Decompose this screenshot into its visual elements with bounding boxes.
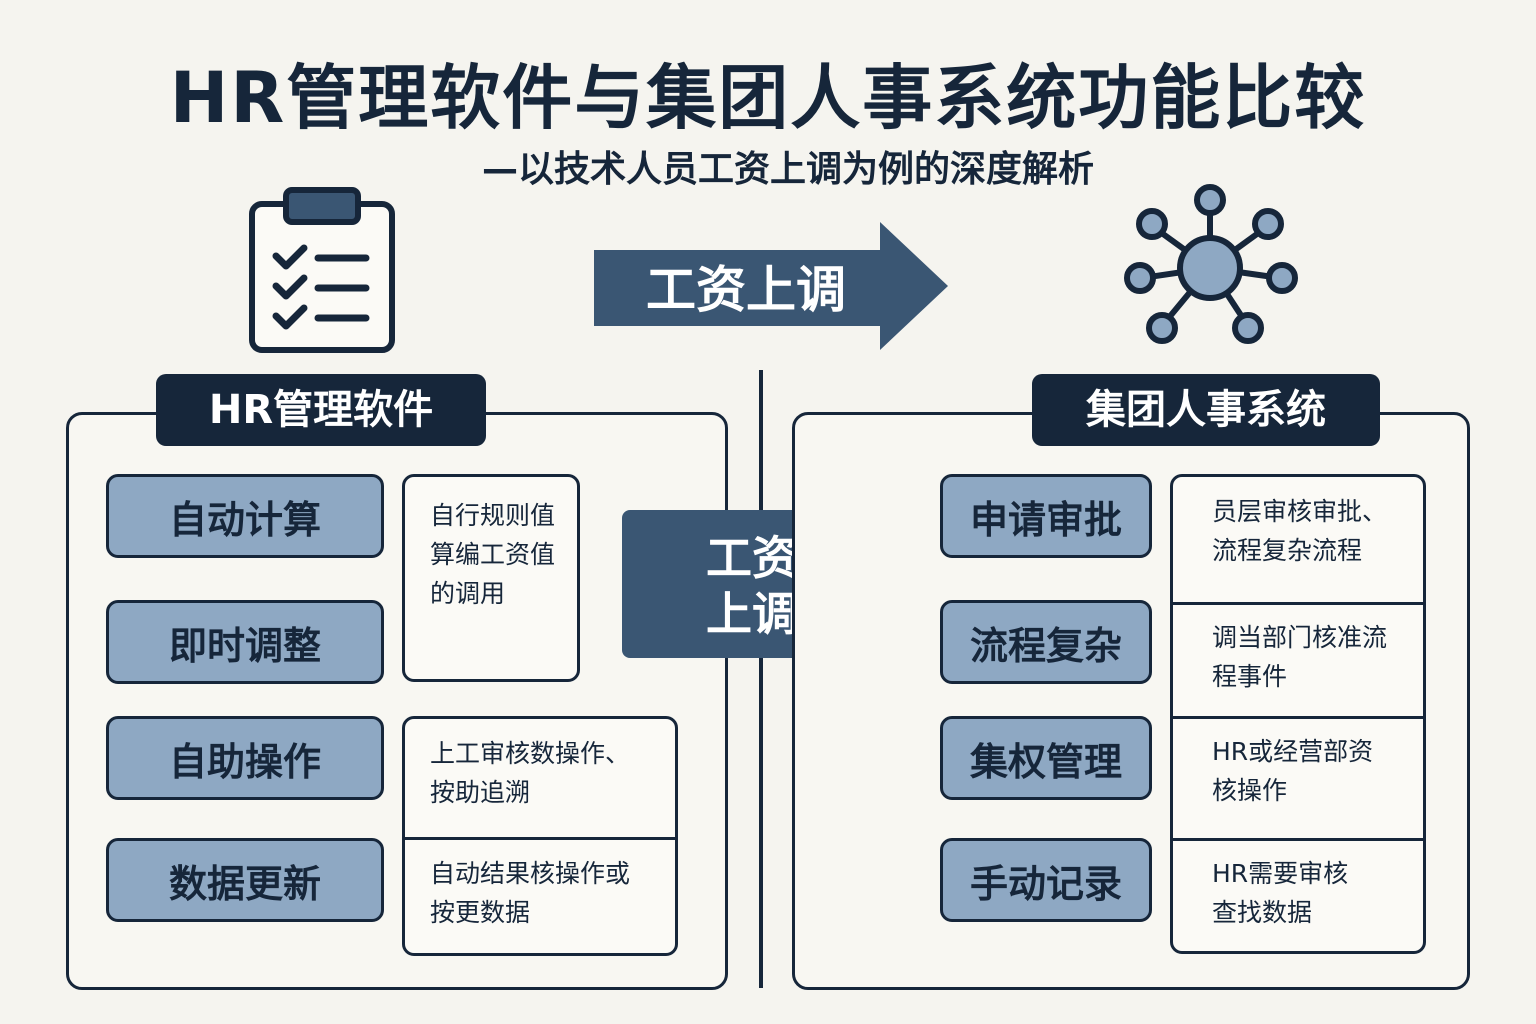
feature-complex-process: 流程复杂	[940, 600, 1152, 684]
right-desc-3: HR或经营部资 核操作	[1212, 737, 1374, 805]
feature-self-service: 自助操作	[106, 716, 384, 800]
page-subtitle: —以技术人员工资上调为例的深度解析	[481, 149, 1094, 190]
center-divider	[759, 370, 763, 988]
network-hub-icon	[1124, 184, 1298, 344]
right-desc-2: 调当部门核准流 程事件	[1212, 623, 1388, 691]
page-title: HR管理软件与集团人事系统功能比较	[169, 57, 1367, 139]
right-desc-1: 员层审核审批、 流程复杂流程	[1212, 497, 1388, 565]
feature-manual-record: 手动记录	[940, 838, 1152, 922]
feature-centralized: 集权管理	[940, 716, 1152, 800]
feature-approval: 申请审批	[940, 474, 1152, 558]
right-desc-divider-1	[1172, 602, 1424, 605]
right-desc-divider-2	[1172, 716, 1424, 719]
right-desc-divider-3	[1172, 838, 1424, 841]
right-desc-box	[1170, 474, 1426, 954]
right-panel-header: 集团人事系统	[1032, 374, 1380, 446]
arrow-label: 工资上调	[646, 261, 846, 319]
left-desc-box-2	[402, 716, 678, 956]
clipboard-checklist-icon	[249, 187, 395, 353]
left-desc-divider	[404, 837, 676, 840]
feature-data-update: 数据更新	[106, 838, 384, 922]
left-desc-3: 自动结果核操作或 按更数据	[430, 859, 631, 927]
left-desc-box-1	[402, 474, 580, 682]
right-arrow-icon	[594, 222, 948, 350]
left-desc-1: 自行规则值 算编工资值 的调用	[430, 501, 556, 608]
feature-instant-adjust: 即时调整	[106, 600, 384, 684]
right-desc-4: HR需要审核 查找数据	[1212, 859, 1349, 927]
left-panel-header: HR管理软件	[156, 374, 486, 446]
left-desc-2: 上工审核数操作、 按助追溯	[430, 739, 631, 807]
feature-auto-calc: 自动计算	[106, 474, 384, 558]
